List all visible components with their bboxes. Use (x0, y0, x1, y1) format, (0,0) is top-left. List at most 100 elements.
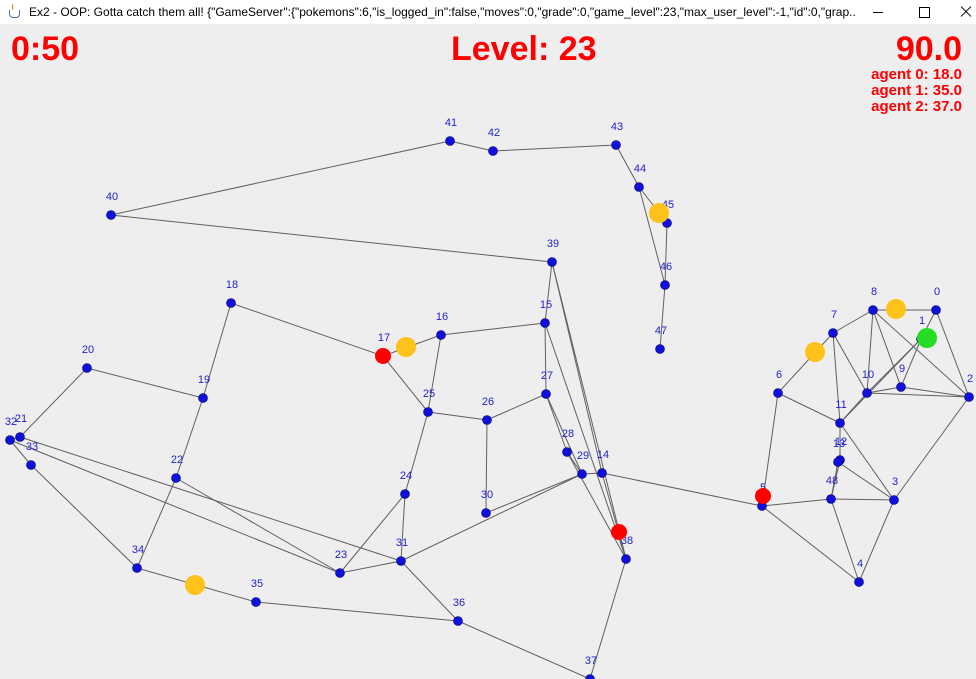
graph-node-39[interactable] (547, 257, 557, 267)
edge-19-22 (175, 397, 204, 479)
edge-16-25 (427, 334, 442, 413)
edge-15-38 (544, 322, 627, 560)
graph-node-0[interactable] (931, 305, 941, 315)
graph-node-7[interactable] (828, 328, 838, 338)
graph-node-22[interactable] (171, 473, 181, 483)
graph-node-48[interactable] (826, 494, 836, 504)
graph-node-11[interactable] (835, 418, 845, 428)
graph-node-27[interactable] (541, 389, 551, 399)
graph-node-24[interactable] (400, 489, 410, 499)
graph-node-3[interactable] (889, 495, 899, 505)
pokemon-4 (917, 328, 937, 348)
graph-node-32[interactable] (5, 435, 15, 445)
graph-node-6[interactable] (773, 388, 783, 398)
node-label-42: 42 (488, 127, 500, 139)
graph-node-38[interactable] (621, 554, 631, 564)
graph-node-26[interactable] (482, 415, 492, 425)
node-label-20: 20 (82, 344, 94, 356)
edge-3-4 (858, 499, 895, 583)
node-label-47: 47 (655, 325, 667, 337)
node-label-41: 41 (445, 117, 457, 129)
window-title: Ex2 - OOP: Gotta catch them all! {"GameS… (29, 5, 855, 19)
node-label-23: 23 (335, 549, 347, 561)
edge-25-26 (427, 411, 488, 421)
edges-layer (9, 140, 970, 679)
agent-score-0: agent 0: 18.0 (871, 66, 962, 83)
graph-node-37[interactable] (585, 674, 595, 679)
graph-node-46[interactable] (660, 280, 670, 290)
node-label-27: 27 (541, 370, 553, 382)
minimize-icon[interactable] (855, 0, 901, 24)
close-icon[interactable] (947, 0, 976, 24)
graph-node-43[interactable] (611, 140, 621, 150)
graph-node-20[interactable] (82, 363, 92, 373)
graph-node-28[interactable] (562, 447, 572, 457)
graph-node-2[interactable] (964, 392, 974, 402)
edge-39-38 (551, 261, 627, 560)
nodes-layer (5, 136, 974, 679)
node-label-12: 12 (835, 436, 847, 448)
edge-27-29 (545, 393, 583, 475)
node-label-9: 9 (899, 363, 905, 375)
agent-layer (375, 348, 771, 540)
edge-5-6 (761, 392, 779, 507)
node-label-48: 48 (826, 475, 838, 487)
pokemon-0 (649, 203, 669, 223)
graph-node-21[interactable] (15, 432, 25, 442)
graph-node-18[interactable] (226, 298, 236, 308)
graph-node-29[interactable] (577, 469, 587, 479)
java-cup-icon (7, 4, 23, 20)
graph-node-31[interactable] (396, 556, 406, 566)
graph-node-15[interactable] (540, 318, 550, 328)
edge-9-10 (866, 386, 902, 394)
edge-28-38 (566, 451, 627, 560)
game-graph-canvas[interactable]: 0123456789101112131415161718192021222324… (0, 24, 976, 679)
edge-1-9 (900, 338, 922, 388)
graph-node-41[interactable] (445, 136, 455, 146)
graph-node-30[interactable] (481, 508, 491, 518)
node-label-43: 43 (611, 121, 623, 133)
graph-node-16[interactable] (436, 330, 446, 340)
edge-19-20 (86, 367, 204, 399)
node-label-19: 19 (198, 374, 210, 386)
graph-node-42[interactable] (488, 146, 498, 156)
graph-node-4[interactable] (854, 577, 864, 587)
node-label-17: 17 (378, 332, 390, 344)
level-display: Level: 23 (451, 30, 597, 68)
edge-31-24 (400, 493, 406, 562)
edge-31-29 (400, 473, 583, 562)
edge-24-25 (404, 411, 429, 495)
graph-node-19[interactable] (198, 393, 208, 403)
edge-7-11 (832, 332, 841, 424)
node-label-7: 7 (831, 309, 837, 321)
graph-node-34[interactable] (132, 563, 142, 573)
graph-node-14[interactable] (597, 468, 607, 478)
graph-node-47[interactable] (655, 344, 665, 354)
graph-node-36[interactable] (453, 616, 463, 626)
graph-node-23[interactable] (335, 568, 345, 578)
edge-35-36 (255, 601, 459, 622)
graph-node-25[interactable] (423, 407, 433, 417)
edge-32-33 (9, 439, 32, 466)
edge-18-19 (202, 302, 232, 399)
edge-45-46 (664, 222, 668, 286)
maximize-icon[interactable] (901, 0, 947, 24)
graph-node-33[interactable] (26, 460, 36, 470)
node-label-30: 30 (481, 489, 493, 501)
graph-node-44[interactable] (634, 182, 644, 192)
graph-node-8[interactable] (868, 305, 878, 315)
edge-13-48 (830, 461, 839, 500)
graph-node-13[interactable] (833, 457, 843, 467)
graph-node-10[interactable] (862, 388, 872, 398)
edge-3-2 (893, 396, 970, 501)
node-label-21: 21 (15, 413, 27, 425)
edge-20-21 (19, 367, 88, 438)
graph-node-9[interactable] (896, 382, 906, 392)
node-label-13: 13 (833, 438, 845, 450)
edge-8-2 (872, 309, 970, 398)
node-label-31: 31 (396, 537, 408, 549)
graph-node-40[interactable] (106, 210, 116, 220)
graph-node-35[interactable] (251, 597, 261, 607)
node-label-26: 26 (482, 396, 494, 408)
edge-14-5 (601, 472, 763, 507)
